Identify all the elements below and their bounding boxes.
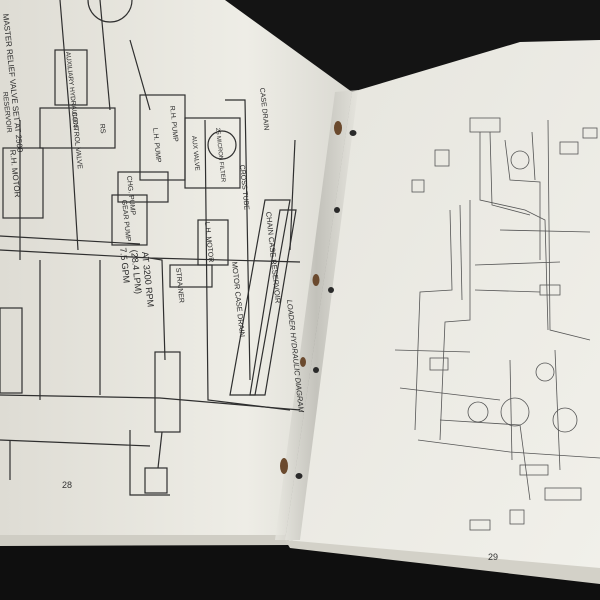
wire — [399, 387, 501, 401]
flow-metric-label: (28.4 LPM) — [129, 249, 144, 294]
punch-hole — [334, 121, 342, 135]
wire — [504, 139, 541, 260]
wire — [531, 131, 536, 181]
punch-hole — [328, 287, 334, 293]
wire — [414, 209, 453, 431]
punch-hole — [280, 458, 288, 474]
cylinder-rod — [157, 431, 163, 469]
schematic-line — [204, 119, 291, 411]
lh-motor-box — [197, 219, 229, 266]
hydraulic-diagram — [0, 0, 301, 496]
right-page-number: 29 — [488, 552, 498, 562]
punch-hole — [334, 207, 340, 213]
component-circle — [510, 150, 530, 170]
table-shadow — [0, 538, 600, 600]
schematic-line — [289, 139, 296, 251]
schematic-line — [0, 235, 141, 245]
punch-hole — [349, 130, 357, 136]
wiring-block — [434, 149, 450, 167]
filter-circle — [207, 130, 237, 160]
wire — [474, 261, 561, 266]
wire — [547, 119, 591, 341]
aux-hydraulics-box — [54, 49, 88, 106]
wiring-block — [559, 141, 579, 155]
right-page-edge — [285, 540, 600, 584]
control-valve-box — [39, 107, 116, 149]
rh-pump-label: R.H. PUMP — [168, 105, 179, 142]
punch-holes — [280, 121, 357, 479]
reservoir-label: RESERVOIR — [1, 91, 12, 133]
right-page — [285, 40, 600, 578]
wiring-block — [429, 357, 449, 371]
wiring-block — [509, 509, 525, 525]
rs-label: RS — [98, 123, 106, 134]
lh-motor-label: L.H. MOTOR — [203, 221, 214, 262]
wiring-block — [539, 284, 561, 296]
chg-pump-label: CHG. PUMP — [125, 175, 136, 216]
case-drain-label: CASE DRAIN — [258, 87, 269, 130]
left-page — [0, 0, 352, 540]
filter-box — [184, 117, 241, 189]
wire — [479, 132, 549, 331]
punch-hole — [300, 357, 306, 367]
gear-pump-box — [111, 194, 148, 246]
left-page-number: 28 — [62, 480, 72, 490]
wire — [474, 289, 541, 293]
left-page-edge — [0, 535, 290, 546]
wire — [509, 359, 513, 461]
component-circle — [552, 407, 578, 433]
gear-pump-label: GEAR PUMP — [120, 199, 131, 242]
component-circle — [500, 397, 530, 427]
punch-hole — [313, 367, 319, 373]
wiring-block — [544, 487, 582, 501]
wire — [459, 204, 463, 301]
wiring-block — [411, 179, 425, 193]
aux-valve-label: AUX VALVE — [190, 135, 201, 171]
wire — [489, 131, 531, 216]
gauge-circle — [87, 0, 133, 23]
filter-label: 25 MICRON FILTER — [214, 128, 226, 184]
wire — [417, 439, 600, 459]
rh-motor-box — [2, 147, 44, 219]
schematic-line — [149, 257, 166, 361]
punch-hole — [295, 473, 303, 479]
binding-gutter — [275, 90, 358, 540]
wire — [554, 349, 561, 471]
flow-rating-label: 7.5 GPM — [118, 247, 132, 283]
schematic-line — [59, 0, 79, 251]
component-circle — [467, 401, 489, 423]
schematic-line — [129, 39, 151, 111]
reservoir-inner — [249, 209, 297, 396]
component-circle — [535, 362, 555, 382]
wiring-block — [582, 127, 598, 139]
strainer-label: STRAINER — [174, 267, 185, 303]
wire — [439, 200, 471, 441]
wiring-block — [519, 464, 549, 476]
wiring-diagram — [394, 117, 600, 531]
wiring-block — [469, 519, 491, 531]
schematic-line — [0, 439, 151, 447]
wiring-block — [469, 117, 501, 133]
wire — [499, 229, 591, 233]
schematic-line — [99, 0, 111, 111]
cylinder-body — [154, 351, 181, 433]
schematic-line — [129, 430, 170, 496]
punch-hole — [312, 274, 320, 286]
left-cylinder — [0, 307, 23, 394]
chg-pump-box — [117, 171, 169, 203]
cylinder-rod-end — [144, 467, 168, 494]
lh-pump-label: L.H. PUMP — [151, 127, 162, 163]
wire — [394, 349, 471, 353]
strainer-box — [169, 264, 213, 288]
schematic-line — [225, 99, 251, 381]
cross-tube-label: CROSS TUBE — [238, 164, 250, 210]
